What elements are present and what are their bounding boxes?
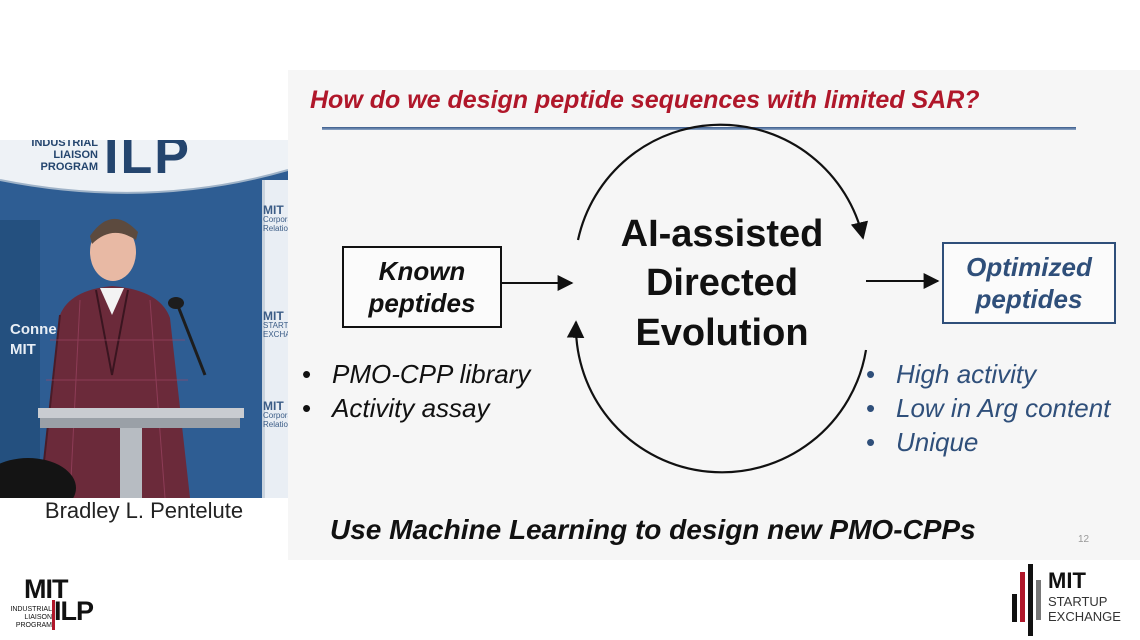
startup-exchange-mark xyxy=(1012,564,1041,636)
wall-line-2: MIT xyxy=(10,341,36,358)
side-panel-line: EXCHA xyxy=(263,330,288,339)
banner-line-2: LIAISON xyxy=(53,149,98,161)
mit-ilp-logo: MIT ILP INDUSTRIAL LIAISON PROGRAM xyxy=(2,574,102,636)
cycle-arc-bottom xyxy=(566,320,868,474)
speaker-video: INDUSTRIAL LIAISON PROGRAM ILP Conne MIT… xyxy=(0,140,288,498)
title-underline xyxy=(322,127,1076,130)
logo-line: PROGRAM xyxy=(15,622,52,629)
logo-red-bar xyxy=(52,600,55,630)
center-line-1: AI-assisted xyxy=(620,213,824,255)
list-item: Activity assay xyxy=(302,391,530,425)
slide-page-number: 12 xyxy=(1078,534,1090,545)
right-bullet-list: High activity Low in Arg content Unique xyxy=(866,357,1110,459)
mit-startup-exchange-logo: MIT STARTUP EXCHANGE xyxy=(1008,558,1138,638)
optimized-peptides-label: Optimized peptides xyxy=(966,251,1092,315)
known-peptides-label: Known peptides xyxy=(368,255,476,319)
list-item: PMO-CPP library xyxy=(302,357,530,391)
list-item: High activity xyxy=(866,357,1110,391)
logo-line: INDUSTRIAL xyxy=(10,606,52,613)
logo-line: STARTUP xyxy=(1048,594,1108,609)
side-panel-2: MIT STARTUP EXCHA xyxy=(263,309,288,339)
side-panel-line: STARTUP xyxy=(263,321,288,330)
known-peptides-box: Known peptides xyxy=(342,246,502,328)
side-panel-3: MIT Corpora Relation xyxy=(263,399,288,429)
side-panel-1: MIT Corpora Relation xyxy=(263,203,288,233)
side-panel-mark: MIT xyxy=(263,203,284,217)
speaker-name-caption: Bradley L. Pentelute xyxy=(44,498,244,523)
banner-line-3: PROGRAM xyxy=(40,161,98,173)
banner-ilp-letters: ILP xyxy=(104,140,191,185)
logo-line: EXCHANGE xyxy=(1048,609,1121,624)
left-bullet-list: PMO-CPP library Activity assay xyxy=(302,357,530,425)
cycle-arc-top xyxy=(576,123,868,241)
side-panel-line: Relation xyxy=(263,420,288,429)
slide-title: How do we design peptide sequences with … xyxy=(310,86,980,114)
center-line-3: Evolution xyxy=(635,311,809,354)
logo-se-text: STARTUP EXCHANGE xyxy=(1048,594,1121,624)
video-scene xyxy=(0,140,288,498)
logo-line: LIAISON xyxy=(24,614,52,621)
wall-text: Conne MIT xyxy=(10,320,57,360)
center-label: AI-assisted Directed Evolution xyxy=(580,210,864,358)
list-item: Low in Arg content xyxy=(866,391,1110,425)
wall-line-1: Conne xyxy=(10,321,57,338)
logo-ilp-subtext: INDUSTRIAL LIAISON PROGRAM xyxy=(2,606,52,630)
center-line-2: Directed xyxy=(645,262,799,305)
side-panel-line: Corpora xyxy=(263,411,288,420)
logo-ilp-text: ILP xyxy=(54,596,94,626)
banner-text: INDUSTRIAL LIAISON PROGRAM xyxy=(2,140,98,173)
side-panel-mark: MIT xyxy=(263,309,284,323)
optimized-peptides-box: Optimized peptides xyxy=(942,242,1116,324)
list-item: Unique xyxy=(866,425,1110,459)
banner-line-1: INDUSTRIAL xyxy=(31,140,98,149)
side-panel-line: Corpora xyxy=(263,215,288,224)
side-panel-line: Relation xyxy=(263,224,288,233)
side-panel-mark: MIT xyxy=(263,399,284,413)
logo-se-mit: MIT xyxy=(1048,568,1086,593)
logo-mit-text: MIT xyxy=(24,574,68,604)
slide-conclusion: Use Machine Learning to design new PMO-C… xyxy=(330,514,976,545)
